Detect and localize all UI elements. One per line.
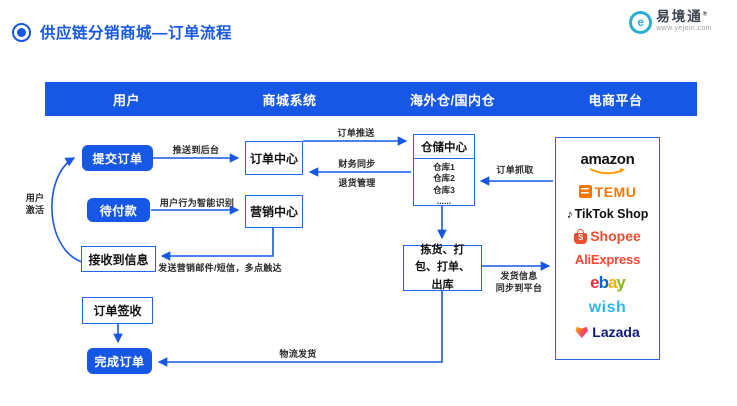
brand-url: www.yejoin.com (656, 25, 712, 33)
temu-icon (578, 185, 592, 199)
title-row: 供应链分销商城—订单流程 (12, 21, 232, 43)
node-submit-order: 提交订单 (82, 145, 153, 171)
label-ship-sync: 发货信息 同步到平台 (495, 271, 543, 293)
wish-logo: wish (588, 299, 627, 317)
tiktok-shop-logo: ♪ TikTok Shop (566, 206, 649, 221)
node-order-center: 订单中心 (245, 141, 303, 175)
amazon-smile-icon (589, 168, 625, 175)
label-return-mgmt: 退货管理 (338, 178, 376, 188)
label-behavior-ai: 用户行为智能识别 (159, 198, 235, 208)
lane-warehouse: 海外仓/国内仓 (409, 92, 496, 108)
tiktok-note-icon: ♪ (566, 206, 573, 221)
label-marketing-send: 发送营销邮件/短信，多点触达 (158, 263, 282, 273)
shopee-bag-icon: S (574, 228, 588, 244)
lane-platform: 电商平台 (588, 92, 643, 108)
amazon-logo: amazon (580, 152, 635, 176)
edge-marketing-to-receive (160, 228, 274, 261)
brand-circle-e-icon: e (629, 11, 653, 34)
label-order-push: 订单推送 (337, 128, 375, 138)
brand-logo: e 易境通® www.yejoin.com (629, 9, 712, 34)
node-warehouse-center: 仓储中心 仓库1 仓库2 仓库3 ...... (413, 134, 475, 206)
lane-mall-system: 商城系统 (262, 92, 317, 108)
brand-name: 易境通® (656, 9, 708, 24)
page-title: 供应链分销商城—订单流程 (40, 25, 233, 42)
bullseye-icon (12, 22, 31, 42)
shopee-logo: S Shopee (574, 228, 641, 244)
lazada-logo: Lazada (575, 325, 640, 339)
label-order-fetch: 订单抓取 (496, 165, 534, 175)
label-push-backend: 推送到后台 (172, 145, 220, 155)
node-marketing-center: 营销中心 (245, 195, 303, 228)
lazada-heart-icon (575, 326, 589, 338)
aliexpress-logo: AliExpress (574, 251, 641, 267)
node-picking-packing: 拣货、打包、打单、出库 (403, 244, 482, 291)
warehouse-title: 仓储中心 (414, 135, 474, 159)
label-finance-sync: 财务同步 (338, 159, 376, 169)
node-pending-payment: 待付款 (87, 198, 150, 222)
platform-box: amazon TEMU ♪ TikTok Shop S Shopee AliEx… (555, 137, 660, 360)
lane-user: 用户 (112, 92, 140, 108)
node-complete-order: 完成订单 (87, 348, 152, 374)
lane-header-bar: 用户 商城系统 海外仓/国内仓 电商平台 (45, 82, 697, 116)
node-receive-info: 接收到信息 (81, 246, 156, 272)
label-user-activate: 用户 激活 (25, 193, 45, 215)
node-order-sign: 订单签收 (82, 297, 153, 324)
temu-logo: TEMU (578, 185, 637, 199)
warehouse-items: 仓库1 仓库2 仓库3 ...... (433, 162, 455, 207)
label-logistics: 物流发货 (279, 349, 317, 359)
